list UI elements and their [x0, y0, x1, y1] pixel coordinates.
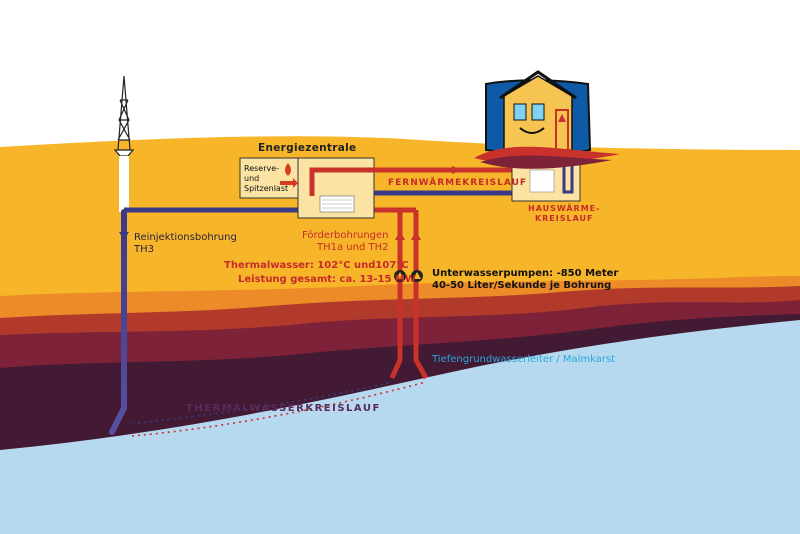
- house-exchanger-icon: [529, 169, 555, 193]
- production-pipe-1: [389, 210, 403, 380]
- layer-aquifer: [0, 320, 800, 534]
- reinjection-pipe: [109, 209, 127, 435]
- label-foerderbohrungen: Förderbohrungen TH1a und TH2: [302, 230, 389, 253]
- label-leistung: Leistung gesamt: ca. 13-15 MW: [238, 274, 416, 285]
- production-arrow-2: [411, 231, 421, 240]
- label-aquifer: Tiefengrundwasserleiter / Malmkarst: [432, 354, 616, 365]
- pump-icon: [394, 270, 423, 282]
- label-hauswaerme: HAUSWÄRME- KREISLAUF: [528, 204, 601, 224]
- reinjection-arrow: [119, 232, 129, 240]
- label-energiezentrale: Energiezentrale: [258, 142, 357, 154]
- label-thermalwasserkreislauf: THERMALWASSERKREISLAUF: [186, 403, 381, 414]
- label-thermalwasser: Thermalwasser: 102°C und107°C: [224, 260, 409, 271]
- flame-icon: [285, 163, 291, 176]
- production-pipe-2: [413, 210, 429, 380]
- label-fernwaerme: FERNWÄRMEKREISLAUF: [388, 178, 528, 188]
- reinjection-shaft-top: [119, 156, 129, 212]
- label-reserve: Reserve- und Spitzenlast: [244, 164, 289, 193]
- label-reinjektion: Reinjektionsbohrung TH3: [134, 232, 237, 255]
- house-icon: [474, 70, 620, 169]
- reserve-arrow: [280, 178, 298, 188]
- production-arrow-1: [395, 231, 405, 240]
- district-arrow: [452, 166, 462, 174]
- label-unterwasserpumpen: Unterwasserpumpen: -850 Meter 40-50 Lite…: [432, 268, 619, 291]
